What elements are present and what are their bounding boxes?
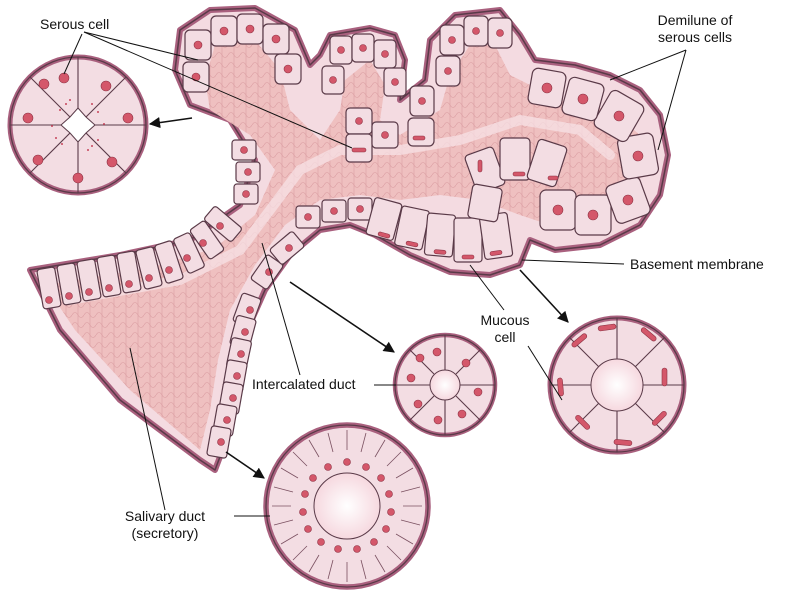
arrow-to-salivary-section <box>225 451 265 479</box>
arrow-to-mucous-section <box>519 269 569 323</box>
arrow-to-intercalated-section <box>289 281 395 353</box>
label-salivary-line1: Salivary duct <box>124 508 206 524</box>
leader-serous-cell-a <box>63 33 83 75</box>
leader-basement-membrane <box>521 259 625 265</box>
leader-intercalated-duct <box>261 242 301 376</box>
leader-serous-cell-c <box>83 31 353 149</box>
label-salivary-line2: (secretory) <box>131 525 199 541</box>
label-mucous-line1: Mucous <box>480 312 530 328</box>
leader-serous-cell-b <box>83 31 199 61</box>
gland-nuclei <box>45 24 644 446</box>
leader-demilune-b <box>657 49 687 151</box>
salivary-duct-cross-section <box>263 422 431 590</box>
mucous-nuclei <box>351 135 559 260</box>
label-demilune: Demilune of serous cells <box>640 12 750 46</box>
mucous-cell-row <box>365 197 514 263</box>
label-salivary-duct: Salivary duct (secretory) <box>100 508 230 542</box>
gland-body <box>27 5 671 473</box>
mucous-acinus <box>464 137 568 223</box>
label-intercalated-duct: Intercalated duct <box>252 376 356 392</box>
duct-lumen <box>65 114 615 305</box>
mucous-acinus-cross-section <box>547 315 687 455</box>
label-basement-membrane: Basement membrane <box>630 256 764 272</box>
leader-lines <box>63 31 687 517</box>
arrows <box>148 117 569 479</box>
leader-demilune-a <box>609 49 687 81</box>
arrow-to-serous-section <box>148 117 193 129</box>
label-demilune-line2: serous cells <box>658 29 732 45</box>
leader-salivary-duct <box>129 347 166 511</box>
label-mucous-cell: Mucous cell <box>472 312 538 346</box>
leader-mucous-cross-section <box>527 345 563 401</box>
intercalated-duct-cross-section <box>392 332 498 438</box>
label-serous-cell: Serous cell <box>40 16 110 32</box>
leader-mucous-cell <box>469 264 505 311</box>
label-demilune-line1: Demilune of <box>657 12 733 28</box>
connective-tissue-mesh <box>45 40 645 450</box>
label-mucous-line2: cell <box>494 329 516 345</box>
serous-acinus-cross-section <box>7 54 149 196</box>
